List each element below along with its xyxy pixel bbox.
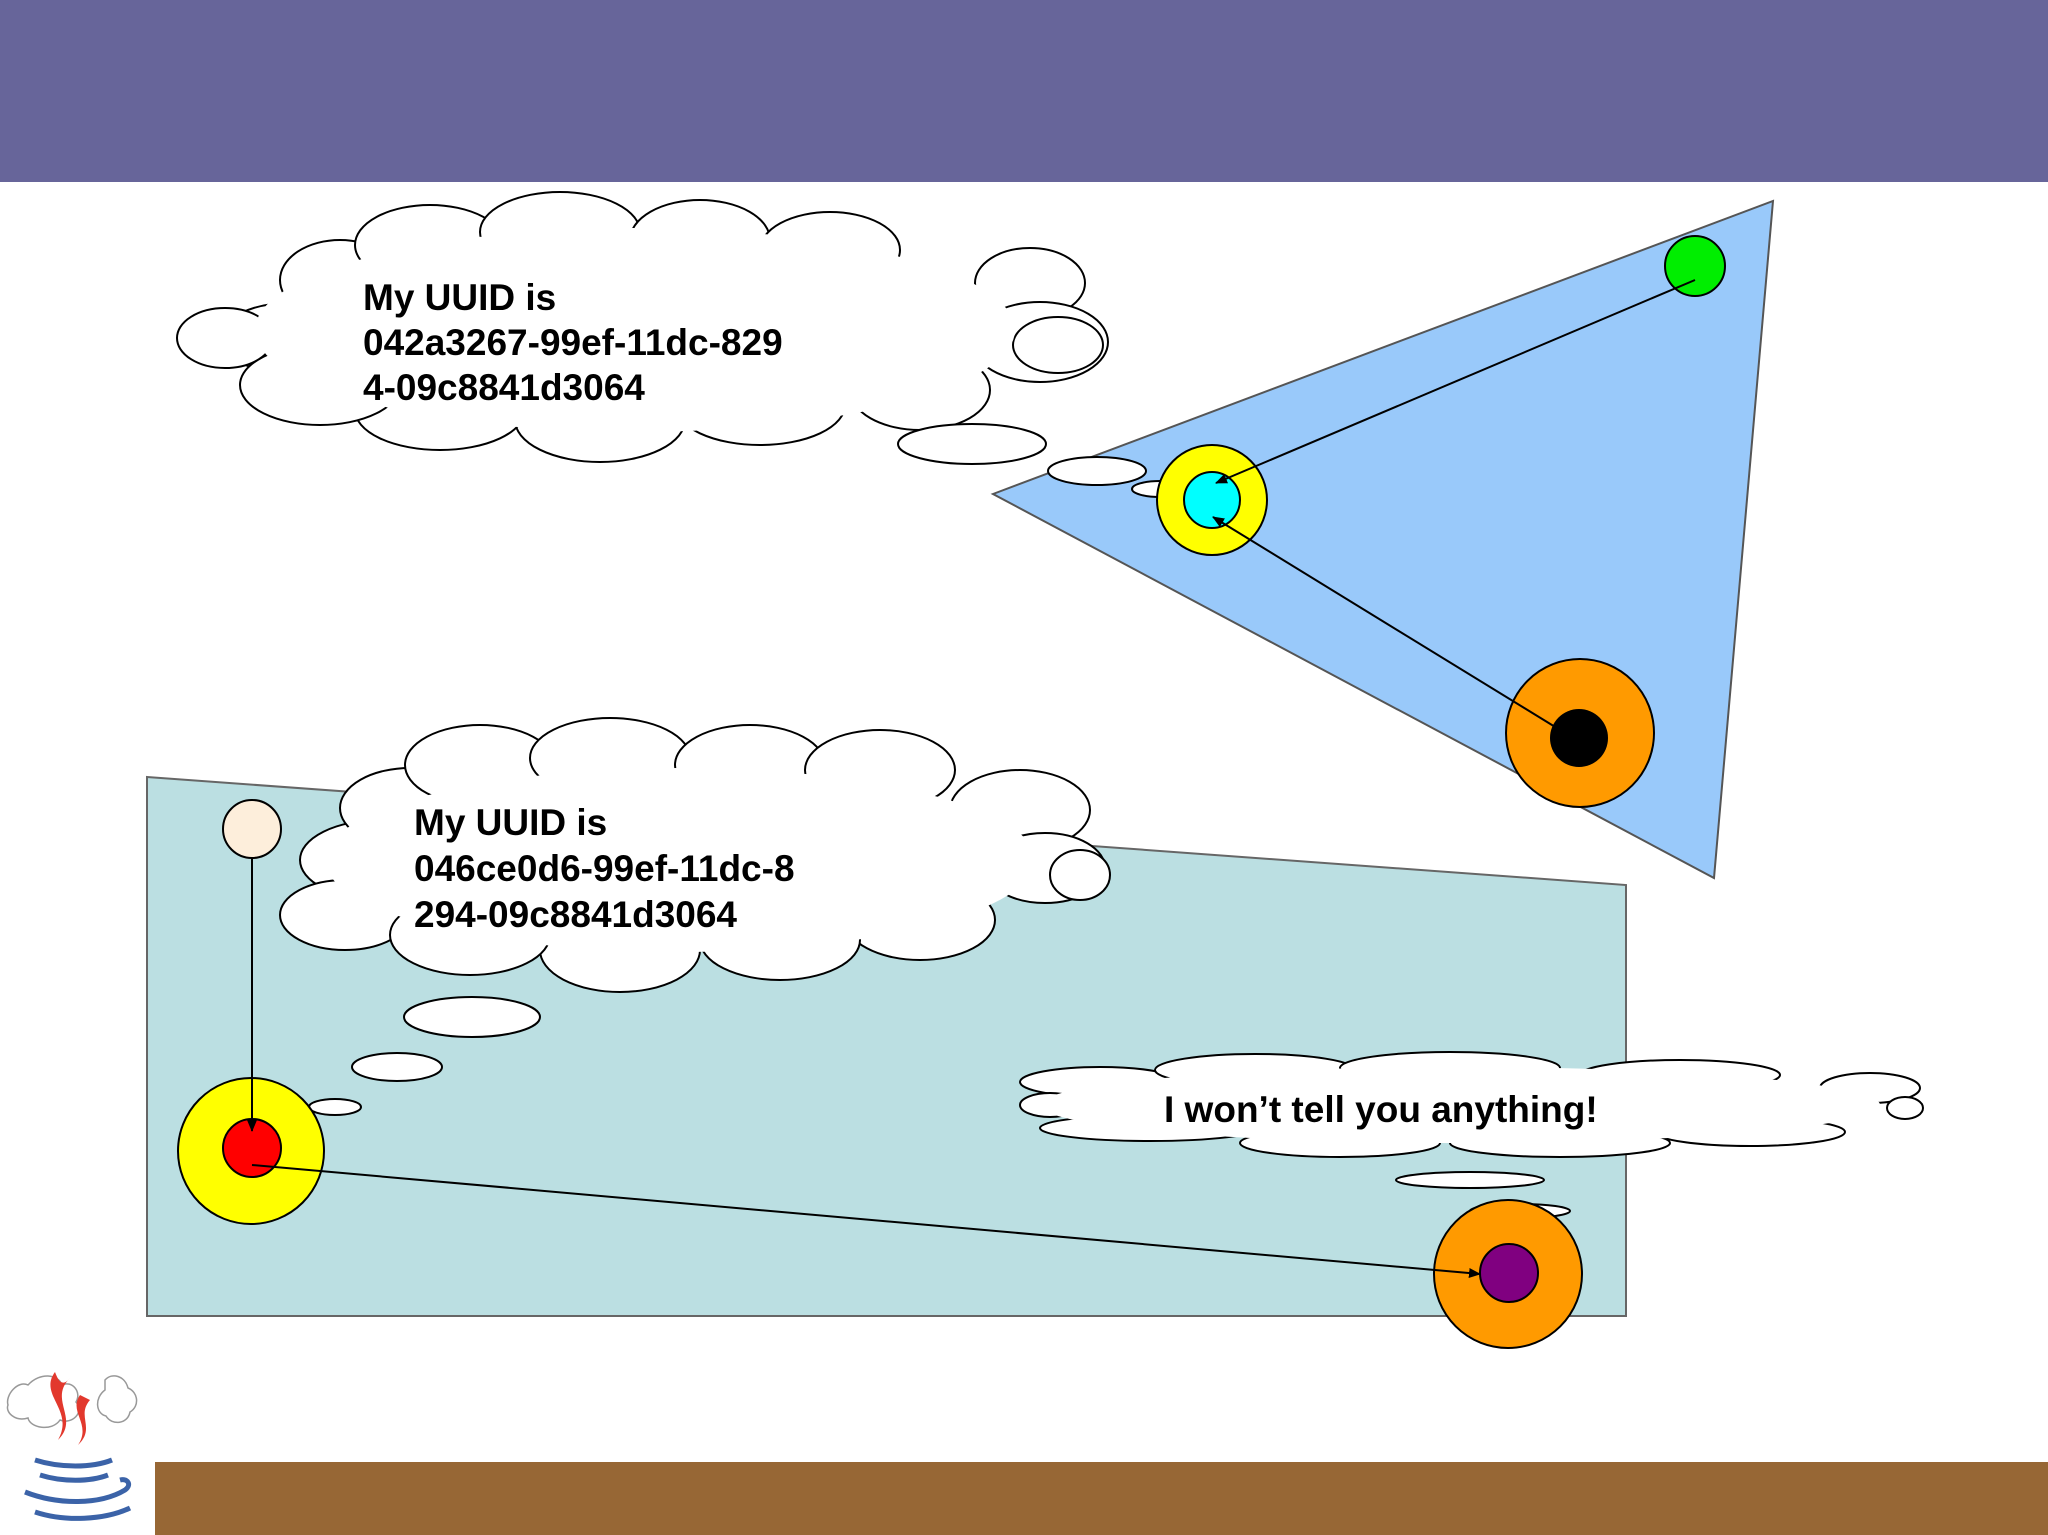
bubble-top-line-1: My UUID is — [363, 277, 556, 318]
triangle-network — [990, 199, 1775, 880]
bubble-middle-line-3: 294-09c8841d3064 — [414, 894, 737, 935]
thought-bubble-middle: My UUID is 046ce0d6-99ef-11dc-8 294-09c8… — [279, 717, 1111, 1116]
purple-node — [1479, 1243, 1539, 1303]
thought-bubble-right: I won’t tell you anything! — [1019, 1051, 1924, 1245]
cyan-node — [1183, 471, 1241, 529]
java-coffee-cup-logo — [6, 1372, 138, 1521]
bubble-right-line-1: I won’t tell you anything! — [1164, 1089, 1598, 1130]
arrow-green-to-cyan — [1215, 279, 1696, 484]
header-bar — [0, 0, 2048, 182]
green-node — [1664, 235, 1726, 297]
bubble-top-line-3: 4-09c8841d3064 — [363, 367, 645, 408]
beige-node — [222, 799, 282, 859]
thought-bubble-top: My UUID is 042a3267-99ef-11dc-829 4-09c8… — [176, 191, 1189, 498]
footer-bar — [155, 1462, 2048, 1535]
bubble-middle-line-1: My UUID is — [414, 802, 607, 843]
arrow-red-to-purple — [251, 1164, 1481, 1279]
black-node — [1550, 709, 1608, 767]
arrow-black-to-cyan — [1212, 516, 1566, 734]
bubble-top-line-2: 042a3267-99ef-11dc-829 — [363, 322, 783, 363]
bubble-middle-line-2: 046ce0d6-99ef-11dc-8 — [414, 848, 795, 889]
